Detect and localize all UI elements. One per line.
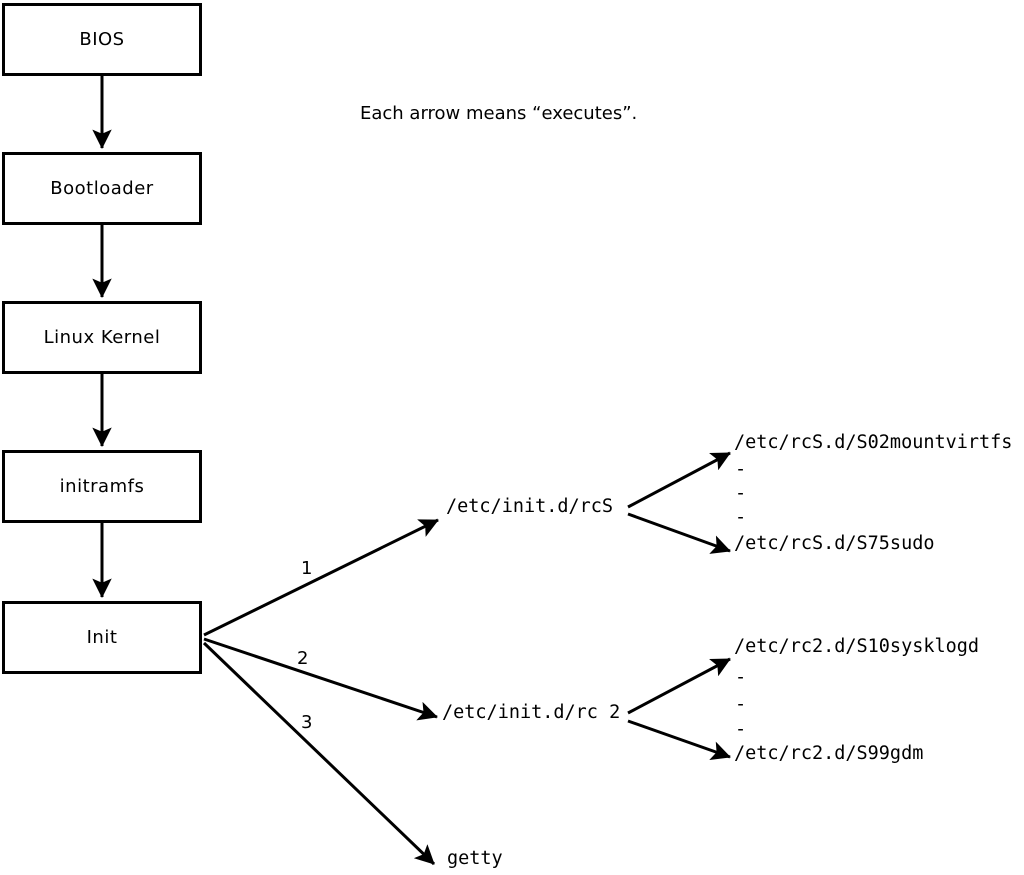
box-bios: BIOS bbox=[2, 3, 202, 76]
caption-arrow-meaning: Each arrow means “executes”. bbox=[360, 103, 638, 124]
box-bios-label: BIOS bbox=[79, 28, 125, 50]
box-linux-kernel-label: Linux Kernel bbox=[43, 326, 161, 348]
box-init: Init bbox=[2, 601, 202, 674]
rc2-ellipsis-dash-3: - bbox=[735, 719, 747, 740]
label-etc-init-d-rc2: /etc/init.d/rc 2 bbox=[442, 702, 621, 723]
arrow-init-to-rcs bbox=[203, 518, 439, 637]
box-bootloader: Bootloader bbox=[2, 152, 202, 225]
label-rcs-d-s75sudo: /etc/rcS.d/S75sudo bbox=[734, 533, 935, 554]
label-getty: getty bbox=[447, 848, 503, 869]
label-rcs-d-s02mountvirtfs: /etc/rcS.d/S02mountvirtfs bbox=[734, 432, 1013, 453]
label-etc-init-d-rcs: /etc/init.d/rcS bbox=[446, 496, 614, 517]
branch-number-3: 3 bbox=[301, 712, 313, 733]
box-linux-kernel: Linux Kernel bbox=[2, 301, 202, 374]
arrow-init-to-getty bbox=[202, 641, 436, 866]
arrow-rcs-to-s02mountvirtfs bbox=[627, 451, 731, 509]
branch-number-1: 1 bbox=[301, 558, 313, 579]
label-rc2-d-s99gdm: /etc/rc2.d/S99gdm bbox=[734, 743, 924, 764]
box-initramfs-label: initramfs bbox=[59, 475, 145, 497]
arrow-rcs-to-s75sudo bbox=[627, 512, 731, 554]
rcs-ellipsis-dash-2: - bbox=[735, 483, 747, 504]
rcs-ellipsis-dash-3: - bbox=[735, 507, 747, 528]
box-bootloader-label: Bootloader bbox=[50, 177, 154, 199]
box-initramfs: initramfs bbox=[2, 450, 202, 523]
arrow-init-to-rc2 bbox=[203, 637, 438, 721]
rc2-ellipsis-dash-1: - bbox=[735, 667, 747, 688]
rc2-ellipsis-dash-2: - bbox=[735, 694, 747, 715]
arrow-rc2-to-s10sysklogd bbox=[627, 657, 731, 715]
rcs-ellipsis-dash-1: - bbox=[735, 459, 747, 480]
label-rc2-d-s10sysklogd: /etc/rc2.d/S10sysklogd bbox=[734, 636, 980, 657]
arrow-rc2-to-s99gdm bbox=[627, 719, 731, 761]
box-init-label: Init bbox=[86, 626, 118, 648]
branch-number-2: 2 bbox=[297, 648, 309, 669]
